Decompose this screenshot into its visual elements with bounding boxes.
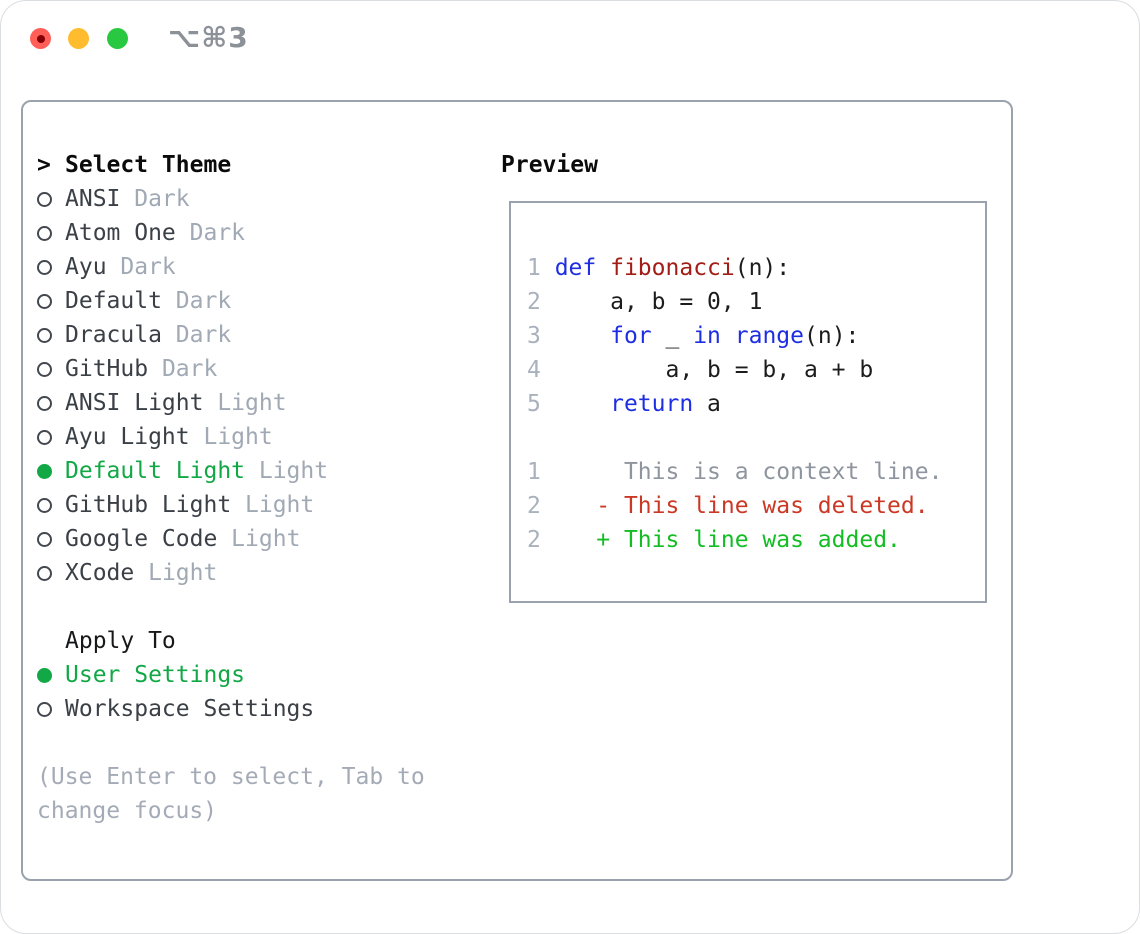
preview-pane: 1 def fibonacci(n): 2 a, b = 0, 1 3 for _ … <box>509 201 987 603</box>
theme-option-ansi-light[interactable]: ANSI Light Light <box>37 386 487 420</box>
code-preview: 1 def fibonacci(n): 2 a, b = 0, 1 3 for _ … <box>511 203 985 557</box>
theme-option-ayu[interactable]: Ayu Dark <box>37 250 487 284</box>
option-label: Dracula <box>65 322 162 348</box>
option-variant-label: Light <box>203 390 287 416</box>
theme-option-github[interactable]: GitHub Dark <box>37 352 487 386</box>
option-variant-label: Dark <box>175 220 246 246</box>
apply-to-title: Apply To <box>65 628 176 654</box>
theme-option-default[interactable]: Default Dark <box>37 284 487 318</box>
apply-to-header: Apply To <box>37 624 487 658</box>
option-label: Ayu <box>65 254 107 280</box>
option-label: User Settings <box>65 662 246 688</box>
radio-icon <box>37 429 52 445</box>
option-variant-label: Dark <box>120 186 190 212</box>
option-label: Atom One <box>65 220 176 246</box>
select-theme-title: Select Theme <box>65 152 232 178</box>
code-line: 2 - This line was deleted. <box>527 493 929 519</box>
help-text-line-1: (Use Enter to select, Tab to <box>37 764 425 790</box>
radio-icon <box>37 327 52 343</box>
radio-icon <box>37 565 52 581</box>
radio-icon <box>37 293 52 309</box>
option-variant-label: Light <box>245 458 329 484</box>
select-theme-header: > Select Theme <box>37 148 487 182</box>
option-label: Default <box>65 288 162 314</box>
radio-icon <box>37 225 52 241</box>
code-line: 2 + This line was added. <box>527 527 901 553</box>
radio-icon <box>37 259 52 275</box>
code-line: 5 return a <box>527 391 721 417</box>
option-label: ANSI <box>65 186 121 212</box>
option-label: Workspace Settings <box>65 696 315 722</box>
option-label: XCode <box>65 560 135 586</box>
apply-option-user-settings[interactable]: User Settings <box>37 658 487 692</box>
theme-option-google-code[interactable]: Google Code Light <box>37 522 487 556</box>
theme-option-atom-one[interactable]: Atom One Dark <box>37 216 487 250</box>
code-line: 1 This is a context line. <box>527 459 943 485</box>
option-label: Default Light <box>65 458 246 484</box>
code-line: 1 def fibonacci(n): <box>527 255 791 281</box>
radio-icon <box>37 395 52 411</box>
close-dot-icon <box>37 35 45 43</box>
option-variant-label: Dark <box>161 288 232 314</box>
apply-option-workspace-settings[interactable]: Workspace Settings <box>37 692 487 726</box>
radio-icon <box>37 701 52 717</box>
code-line: 4 a, b = b, a + b <box>527 357 874 383</box>
code-blank-line <box>527 421 985 455</box>
theme-option-ayu-light[interactable]: Ayu Light Light <box>37 420 487 454</box>
preview-title: Preview <box>501 152 598 178</box>
radio-selected-icon <box>37 463 52 479</box>
option-variant-label: Light <box>189 424 273 450</box>
radio-icon <box>37 497 52 513</box>
radio-selected-icon <box>37 667 52 683</box>
option-label: Google Code <box>65 526 218 552</box>
help-text-line-2: change focus) <box>37 798 218 824</box>
theme-option-github-light[interactable]: GitHub Light Light <box>37 488 487 522</box>
theme-option-dracula[interactable]: Dracula Dark <box>37 318 487 352</box>
window-title: ⌥⌘3 <box>168 21 249 54</box>
code-line: 3 for _ in range(n): <box>527 323 860 349</box>
option-variant-label: Light <box>231 492 315 518</box>
option-variant-label: Light <box>134 560 218 586</box>
close-button[interactable] <box>30 28 51 49</box>
option-label: ANSI Light <box>65 390 204 416</box>
zoom-button[interactable] <box>107 28 128 49</box>
radio-icon <box>37 191 52 207</box>
code-line: 2 a, b = 0, 1 <box>527 289 763 315</box>
theme-option-default-light[interactable]: Default Light Light <box>37 454 487 488</box>
spacer <box>37 726 487 760</box>
radio-icon <box>37 531 52 547</box>
option-variant-label: Light <box>217 526 301 552</box>
option-variant-label: Dark <box>148 356 218 382</box>
radio-icon <box>37 361 52 377</box>
option-variant-label: Dark <box>161 322 232 348</box>
theme-option-ansi[interactable]: ANSI Dark <box>37 182 487 216</box>
option-label: Ayu Light <box>65 424 190 450</box>
minimize-button[interactable] <box>68 28 89 49</box>
theme-option-xcode[interactable]: XCode Light <box>37 556 487 590</box>
option-variant-label: Dark <box>106 254 176 280</box>
spacer <box>37 590 487 624</box>
option-label: GitHub <box>65 356 149 382</box>
cursor-icon: > <box>37 152 51 178</box>
option-label: GitHub Light <box>65 492 232 518</box>
